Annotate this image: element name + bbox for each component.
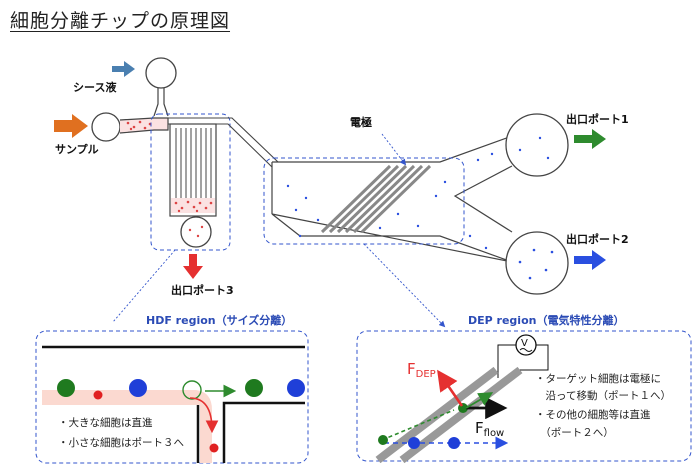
sheath-label: シース液 — [73, 80, 117, 94]
dep-region-title: DEP region（電気特性分離） — [468, 313, 624, 327]
dep-note-2a: ・その他の細胞等は直進 — [535, 408, 651, 421]
sample-inlet-channel — [119, 117, 169, 134]
outlet2-arrow — [574, 250, 606, 270]
sheath-channel — [153, 88, 169, 117]
hdf-large-cell-blue-2 — [287, 379, 305, 397]
hdf-collected-cells — [174, 200, 213, 213]
dep-note-2b: （ポート２へ） — [535, 427, 614, 439]
connecting-channel — [168, 117, 279, 168]
page-title: 細胞分離チップの原理図 — [10, 10, 231, 32]
outlet2-label: 出口ポート2 — [566, 232, 629, 246]
sheath-input-arrow — [112, 61, 135, 77]
dep-electrode-1 — [375, 366, 499, 464]
dep-target-cell-1 — [378, 435, 388, 445]
dep-other-cell-1 — [408, 437, 420, 449]
hdf-collect-band — [171, 198, 215, 213]
dep-electrode-2 — [399, 366, 523, 464]
dep-other-cell-2 — [448, 437, 460, 449]
hdf-small-cell-red-2 — [209, 443, 219, 453]
f-flow-label: Fflow — [475, 419, 504, 439]
dep-chamber — [271, 135, 513, 263]
hdf-large-cell-green-1 — [57, 379, 75, 397]
hdf-large-cell-green-2 — [245, 379, 263, 397]
hdf-note-1: ・大きな細胞は直進 — [58, 416, 153, 429]
hdf-small-cell-red-1 — [93, 390, 103, 400]
hdf-note-2: ・小さな細胞はポート３へ — [58, 436, 184, 449]
hdf-small-cell-flow — [42, 390, 212, 463]
hdf-region-box — [150, 113, 231, 251]
sample-input-arrow — [54, 114, 88, 138]
ac-symbol: V — [521, 338, 528, 349]
electrodes — [320, 164, 432, 234]
outlet2-reservoir — [505, 231, 569, 295]
f-dep-label: FDEP — [407, 360, 436, 380]
sample-label: サンプル — [55, 142, 99, 156]
outlet1-reservoir — [505, 113, 569, 177]
hdf-ghost-cell — [182, 380, 202, 400]
outlet3-label: 出口ポート3 — [171, 283, 234, 297]
dep-note-1a: ・ターゲット細胞は電極に — [535, 372, 661, 385]
electrode-label: 電極 — [350, 115, 372, 129]
hdf-comb-lines — [175, 128, 212, 198]
dep-cells — [286, 152, 494, 250]
sample-reservoir — [91, 112, 121, 142]
outlet1-arrow — [574, 129, 606, 149]
sheath-reservoir — [145, 57, 177, 89]
outlet1-label: 出口ポート1 — [566, 112, 629, 126]
outlet3-reservoir — [180, 216, 212, 248]
hdf-region-title: HDF region（サイズ分離） — [146, 313, 292, 327]
f-dep-arrow — [437, 369, 464, 407]
dep-note-1b: 沿って移動（ポート１へ） — [535, 389, 671, 402]
outlet3-arrow — [183, 254, 203, 279]
hdf-large-cell-blue-1 — [129, 379, 147, 397]
